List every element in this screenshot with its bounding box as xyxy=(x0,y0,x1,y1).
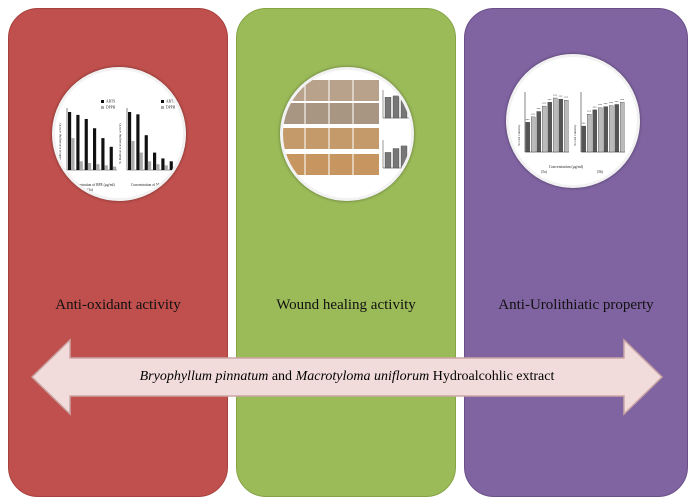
x-axis-label: Concentration of BPE (µg/ml) xyxy=(71,183,115,187)
significance-mark: *** xyxy=(620,99,625,102)
wound-bar xyxy=(384,97,392,119)
viability-bar xyxy=(609,105,614,153)
viability-bar xyxy=(536,111,541,153)
abts-bar xyxy=(68,112,72,170)
significance-mark: *** xyxy=(593,106,598,109)
x-axis-label: Concentration (µg/ml) xyxy=(549,165,584,169)
y-axis-label: % Radical scavenging activity xyxy=(118,123,122,164)
viability-bar xyxy=(587,114,592,153)
x-axis-label: Concentration of M xyxy=(131,183,160,187)
double-arrow-shape xyxy=(30,338,664,416)
wound-photo-row xyxy=(283,80,379,101)
legend-dpph-swatch xyxy=(101,106,104,109)
viability-bar xyxy=(547,102,552,153)
significance-mark: *** xyxy=(537,108,542,111)
sub-label: (5b) xyxy=(597,170,604,174)
y-axis-label: % Cell viability xyxy=(573,124,577,146)
viability-bar xyxy=(542,105,547,153)
urolithiatic-panel: ************************% Cell viability… xyxy=(464,8,688,497)
sub-label: (5a) xyxy=(541,170,548,174)
viability-bar xyxy=(598,107,603,153)
y-axis-label: % Cell viability xyxy=(517,124,521,146)
wound-photo-row xyxy=(283,103,379,124)
abts-bar xyxy=(109,146,113,170)
abts-bar xyxy=(136,114,140,170)
urolithiatic-label: Anti-Urolithiatic property xyxy=(498,297,654,313)
viability-bar xyxy=(558,98,563,153)
dpph-bar xyxy=(96,164,100,170)
significance-mark: *** xyxy=(559,96,564,99)
extract-rest: Hydroalcohlic extract xyxy=(429,369,555,384)
abts-bar xyxy=(153,152,157,170)
significance-mark: *** xyxy=(609,102,614,105)
abts-bar xyxy=(128,112,132,170)
significance-mark: *** xyxy=(615,101,620,104)
dpph-bar xyxy=(71,138,75,170)
wound-bar xyxy=(392,95,400,119)
significance-mark: *** xyxy=(526,119,531,122)
viability-bar xyxy=(620,102,625,153)
antioxidant-panel: Concentration of BPE (µg/ml)(3a) % Radica… xyxy=(8,8,228,497)
legend-dpph: DPPH xyxy=(166,106,176,110)
dpph-bar xyxy=(79,161,83,170)
viability-bar xyxy=(581,125,586,153)
legend-abts: ABTS xyxy=(166,100,175,104)
wound-photo-row xyxy=(283,128,379,149)
wound-bar xyxy=(392,148,400,169)
significance-mark: *** xyxy=(548,99,553,102)
legend-abts: ABTS xyxy=(106,100,115,104)
significance-mark: *** xyxy=(598,104,603,107)
dpph-bar xyxy=(148,161,152,170)
abts-bar xyxy=(169,161,173,170)
significance-mark: *** xyxy=(553,95,558,98)
dpph-bar xyxy=(113,166,117,170)
abts-bar xyxy=(93,128,97,170)
wound-healing-panel: Wound healing activity xyxy=(236,8,456,497)
abts-bar xyxy=(76,114,80,170)
abts-bar xyxy=(144,135,148,170)
legend-dpph: DPPH xyxy=(106,106,116,110)
legend-abts-swatch xyxy=(161,100,164,103)
viability-bar xyxy=(614,104,619,153)
y-axis-label: % Radical scavenging activity xyxy=(58,123,62,164)
antioxidant-chart-circle: Concentration of BPE (µg/ml)(3a) % Radica… xyxy=(52,67,186,201)
urolithiatic-chart: ************************% Cell viability… xyxy=(517,92,625,174)
significance-mark: *** xyxy=(564,97,569,100)
wound-bar xyxy=(384,152,392,169)
legend-abts-swatch xyxy=(101,100,104,103)
viability-bar xyxy=(564,100,569,153)
abts-bar xyxy=(84,118,88,170)
dpph-bar xyxy=(164,165,168,170)
dpph-bar xyxy=(131,141,135,170)
dpph-bar xyxy=(156,164,160,170)
species-1: Bryophyllum pinnatum xyxy=(139,369,269,384)
abts-bar xyxy=(101,138,105,170)
dpph-bar xyxy=(104,165,108,170)
conjunction: and xyxy=(268,369,296,384)
dpph-bar xyxy=(88,163,92,170)
significance-mark: *** xyxy=(604,103,609,106)
legend-dpph-swatch xyxy=(161,106,164,109)
viability-bar xyxy=(525,122,530,153)
significance-mark: *** xyxy=(587,111,592,114)
sub-label: (3a) xyxy=(87,188,94,192)
dpph-bar xyxy=(139,152,143,170)
viability-bar xyxy=(553,97,558,153)
wound-healing-label: Wound healing activity xyxy=(276,297,416,313)
significance-mark: *** xyxy=(542,103,547,106)
urolithiatic-chart-circle: ************************% Cell viability… xyxy=(506,54,640,188)
antioxidant-label: Anti-oxidant activity xyxy=(55,297,181,313)
viability-bar xyxy=(531,116,536,153)
viability-bar xyxy=(603,106,608,153)
significance-mark: *** xyxy=(531,113,536,116)
viability-bar xyxy=(592,109,597,153)
abts-bar xyxy=(161,158,165,170)
significance-mark: *** xyxy=(582,123,587,126)
species-2: Macrotyloma uniflorum xyxy=(295,369,430,384)
extract-caption: Bryophyllum pinnatum and Macrotyloma uni… xyxy=(0,369,694,385)
wound-photo-row xyxy=(283,154,379,175)
